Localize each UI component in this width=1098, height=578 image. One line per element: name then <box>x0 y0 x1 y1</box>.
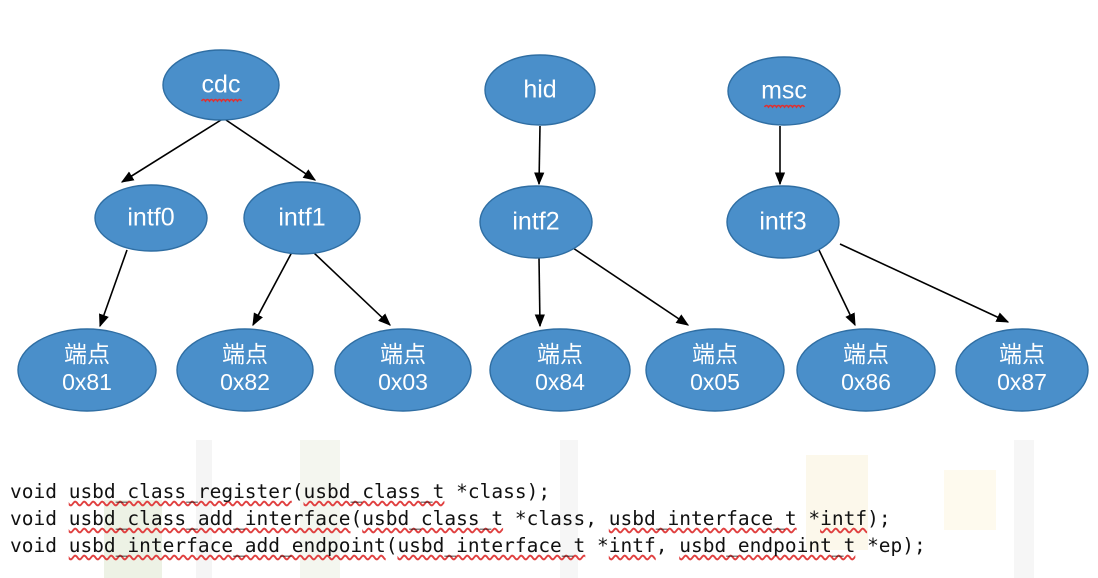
code-line-3: void usbd_interface_add_endpoint(usbd_in… <box>10 532 1090 559</box>
edge-intf1-to-ep03 <box>312 251 391 326</box>
node-shape <box>17 328 157 412</box>
code-text: *class, <box>503 507 609 530</box>
node-label: intf1 <box>278 204 325 232</box>
node-label: 0x84 <box>535 369 585 395</box>
node-label: 0x03 <box>378 369 428 395</box>
node-shape <box>726 185 840 259</box>
node-label: intf2 <box>512 208 559 236</box>
node-label: 0x86 <box>841 369 891 395</box>
code-text: void <box>10 507 69 530</box>
class-node-hid[interactable]: hid <box>484 54 596 126</box>
code-identifier: usbd_class_t <box>362 507 504 530</box>
code-text: void <box>10 534 69 557</box>
node-label: 0x82 <box>220 369 270 395</box>
node-shape <box>243 181 361 255</box>
node-label: 端点 <box>692 341 738 367</box>
node-label: cdc <box>202 71 241 99</box>
code-identifier: intf <box>608 534 656 557</box>
code-text: , <box>655 534 680 557</box>
node-label: msc <box>761 77 807 105</box>
node-label: hid <box>523 76 556 104</box>
code-text: *ep); <box>855 534 926 557</box>
code-identifier: usbd_interface_t <box>608 507 797 530</box>
edges-layer <box>99 119 1010 328</box>
class-node-cdc[interactable]: cdc <box>162 49 280 121</box>
spellcheck-squiggle <box>200 98 243 103</box>
node-shape <box>955 328 1089 412</box>
node-label: intf0 <box>127 204 174 232</box>
interface-node-intf1[interactable]: intf1 <box>243 181 361 255</box>
edge-intf1-to-ep82 <box>252 251 293 327</box>
code-identifier: usbd_interface_t <box>397 534 586 557</box>
code-identifier: usbd_endpoint_t <box>679 534 856 557</box>
code-identifier: usbd_class_add_interface <box>68 507 351 530</box>
code-identifier: intf <box>820 507 868 530</box>
node-shape <box>796 328 936 412</box>
edge-intf3-to-ep86 <box>817 247 856 327</box>
interface-node-intf3[interactable]: intf3 <box>726 185 840 259</box>
interface-node-intf2[interactable]: intf2 <box>479 185 593 259</box>
node-label: 端点 <box>380 341 426 367</box>
code-text: void <box>10 480 69 503</box>
node-label: 端点 <box>537 341 583 367</box>
node-shape <box>162 49 280 121</box>
code-line-2: void usbd_class_add_interface(usbd_class… <box>10 505 1090 532</box>
code-text: ( <box>385 534 398 557</box>
code-identifier: usbd_class_register <box>68 480 292 503</box>
node-label: 端点 <box>843 341 889 367</box>
edge-cdc-to-intf0 <box>120 119 222 183</box>
interface-node-intf0[interactable]: intf0 <box>94 184 208 252</box>
spellcheck-squiggle <box>763 104 806 109</box>
node-label: intf3 <box>759 208 806 236</box>
edge-cdc-to-intf1 <box>225 119 317 181</box>
node-label: 0x87 <box>997 369 1047 395</box>
edge-intf3-to-ep87 <box>839 243 1010 323</box>
code-text: * <box>796 507 821 530</box>
node-label: 端点 <box>222 341 268 367</box>
node-label: 0x81 <box>62 369 112 395</box>
code-text: * <box>585 534 609 557</box>
node-shape <box>94 184 208 252</box>
node-shape <box>479 185 593 259</box>
code-text: ); <box>867 507 891 530</box>
edge-intf2-to-ep84 <box>534 257 545 328</box>
code-identifier: usbd_interface_add_endpoint <box>68 534 386 557</box>
node-shape <box>176 328 314 412</box>
code-text: ( <box>350 507 363 530</box>
api-code-block: void usbd_class_register(usbd_class_t *c… <box>10 478 1090 559</box>
code-text: *class); <box>444 480 551 503</box>
node-shape <box>489 328 631 412</box>
code-identifier: usbd_class_t <box>303 480 445 503</box>
edge-intf0-to-ep81 <box>99 249 128 328</box>
node-shape <box>645 328 785 412</box>
node-label: 0x05 <box>690 369 740 395</box>
node-shape <box>484 54 596 126</box>
node-shape <box>727 56 841 126</box>
edge-intf2-to-ep05 <box>572 247 690 326</box>
node-label: 端点 <box>999 341 1045 367</box>
code-text: ( <box>291 480 304 503</box>
class-node-msc[interactable]: msc <box>727 56 841 126</box>
edge-hid-to-intf2 <box>534 125 545 186</box>
node-shape <box>334 328 472 412</box>
code-line-1: void usbd_class_register(usbd_class_t *c… <box>10 478 1090 505</box>
node-label: 端点 <box>64 341 110 367</box>
